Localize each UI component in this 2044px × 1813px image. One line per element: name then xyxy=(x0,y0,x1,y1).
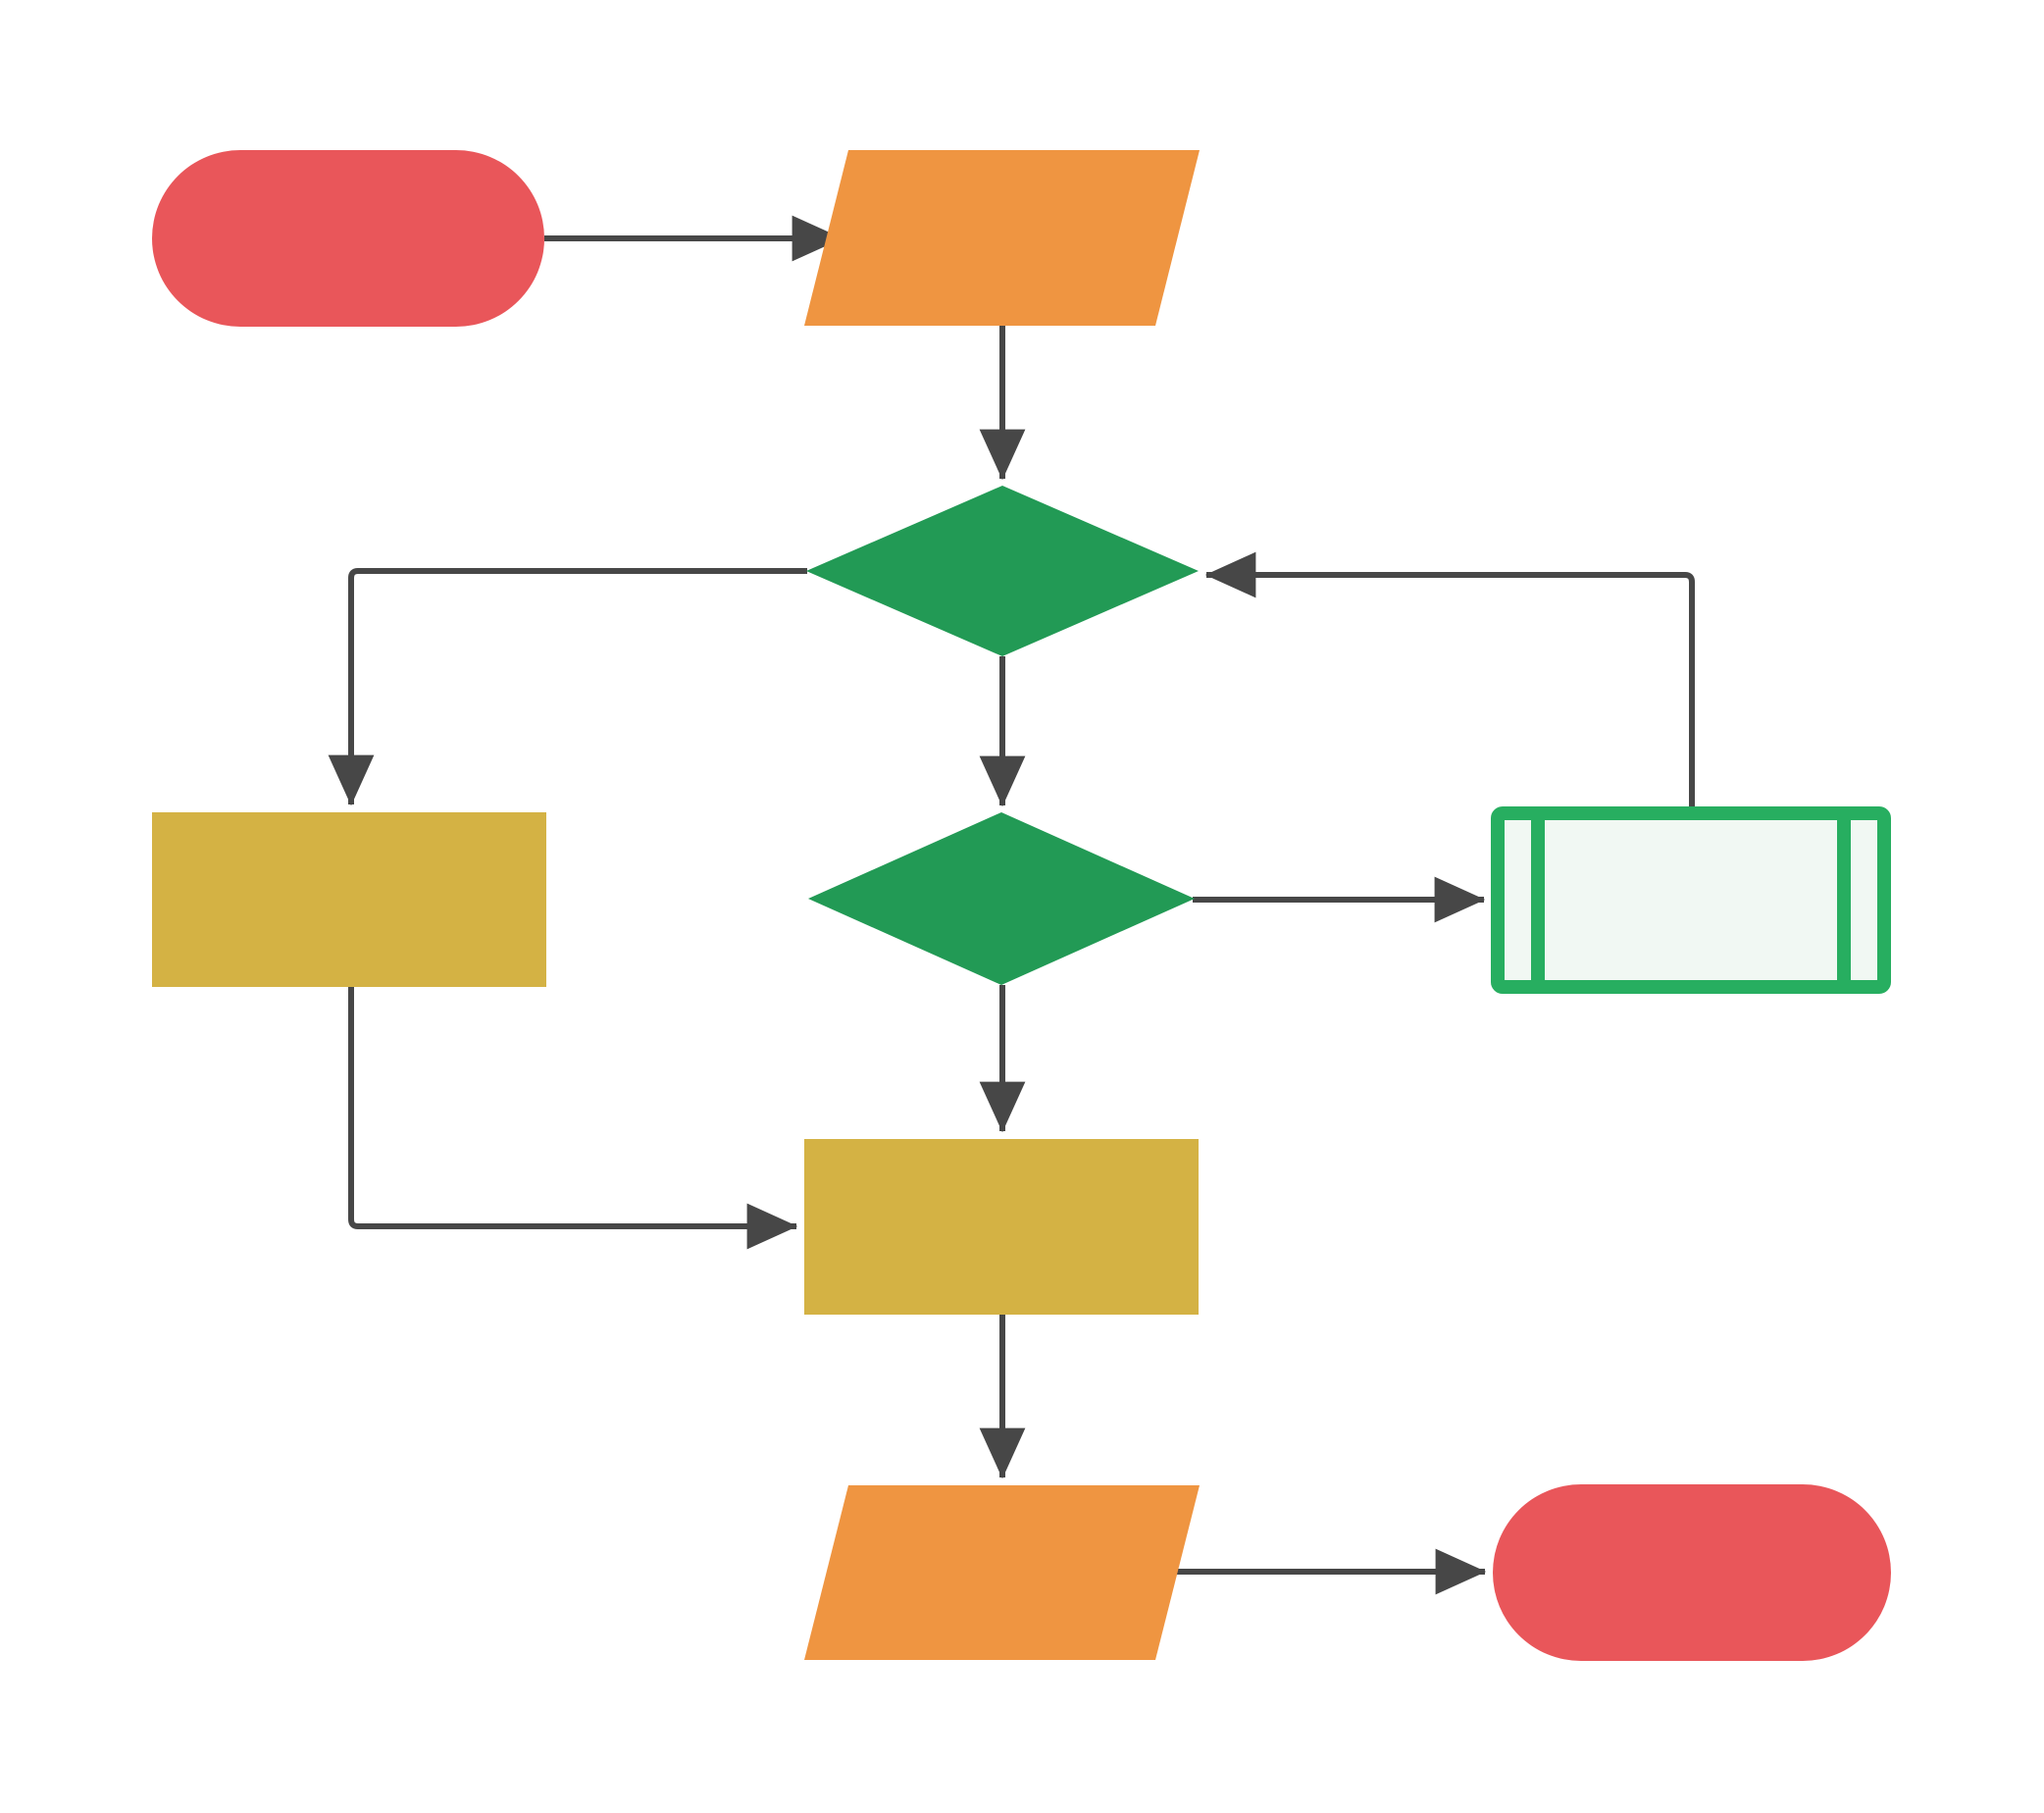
input-parallelogram-body xyxy=(804,150,1200,326)
start-terminator[interactable] xyxy=(152,150,544,327)
decision-diamond-primary-body xyxy=(806,486,1199,656)
input-parallelogram[interactable] xyxy=(804,150,1200,326)
end-terminator-body xyxy=(1493,1484,1891,1661)
process-rect-center-body xyxy=(804,1139,1199,1315)
process-rect-left-body xyxy=(152,812,546,987)
decision-diamond-secondary[interactable] xyxy=(808,812,1195,985)
output-parallelogram-body xyxy=(804,1485,1200,1660)
predefined-process-subroutine-body xyxy=(1491,806,1891,994)
end-terminator[interactable] xyxy=(1493,1484,1891,1661)
predefined-process-subroutine[interactable] xyxy=(1491,806,1891,994)
edge-subroutine-loop-back-to-decision-1[interactable] xyxy=(1204,551,1695,806)
edges-layer xyxy=(328,215,1695,1595)
edge-decision-1-left-to-process-left[interactable] xyxy=(328,568,807,806)
decision-diamond-secondary-body xyxy=(808,812,1195,985)
nodes-layer xyxy=(152,150,1891,1661)
process-rect-center[interactable] xyxy=(804,1139,1199,1315)
start-terminator-body xyxy=(152,150,544,327)
edge-process-left-to-process-center[interactable] xyxy=(348,987,798,1250)
output-parallelogram[interactable] xyxy=(804,1485,1200,1660)
decision-diamond-primary[interactable] xyxy=(806,486,1199,656)
process-rect-left[interactable] xyxy=(152,812,546,987)
